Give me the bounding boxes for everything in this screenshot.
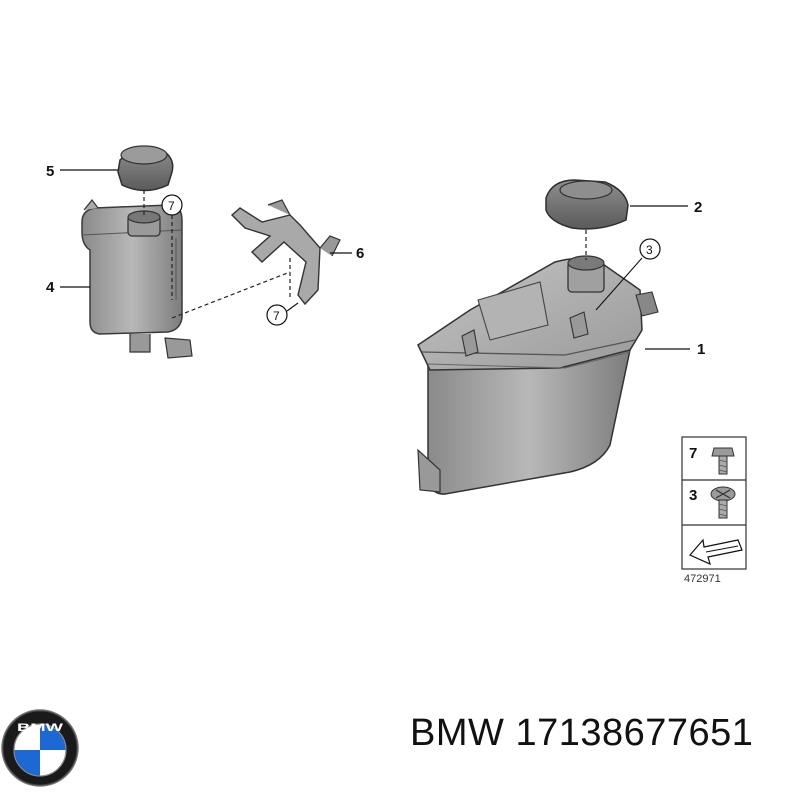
callout-7-bottom: 7: [266, 302, 299, 326]
callout-4: 4: [46, 279, 55, 296]
assembly-line: [171, 271, 291, 319]
callout-7-top: 7: [161, 194, 183, 216]
callout-1: 1: [697, 341, 705, 358]
main-expansion-tank: [417, 255, 659, 495]
callout-5: 5: [46, 163, 54, 180]
svg-text:7: 7: [273, 309, 280, 323]
screw-icon: [710, 486, 736, 519]
callout-3: 3: [639, 238, 661, 260]
brand-name: BMW: [410, 712, 505, 754]
part-number-caption: BMW 17138677651: [410, 712, 753, 755]
leader-line: [595, 257, 643, 311]
bmw-logo: BMW: [1, 709, 79, 787]
legend-3-num: 3: [689, 487, 697, 504]
diagram-reference-number: 472971: [684, 573, 721, 585]
callout-6: 6: [356, 245, 364, 262]
bmw-logo-letters: BMW: [17, 722, 64, 734]
svg-text:3: 3: [646, 243, 653, 257]
part-number: 17138677651: [515, 712, 754, 754]
legend-7-num: 7: [689, 445, 697, 462]
small-expansion-tank: [81, 199, 193, 359]
small-tank-cap: [117, 145, 174, 192]
callout-2: 2: [694, 199, 702, 216]
fastener-legend: 7 3 472971: [681, 436, 747, 585]
svg-text:7: 7: [168, 199, 175, 213]
reference-arrow-icon: [689, 538, 743, 566]
main-tank-cap: [545, 179, 629, 230]
bolt-icon: [711, 447, 735, 475]
mounting-bracket: [230, 199, 341, 306]
